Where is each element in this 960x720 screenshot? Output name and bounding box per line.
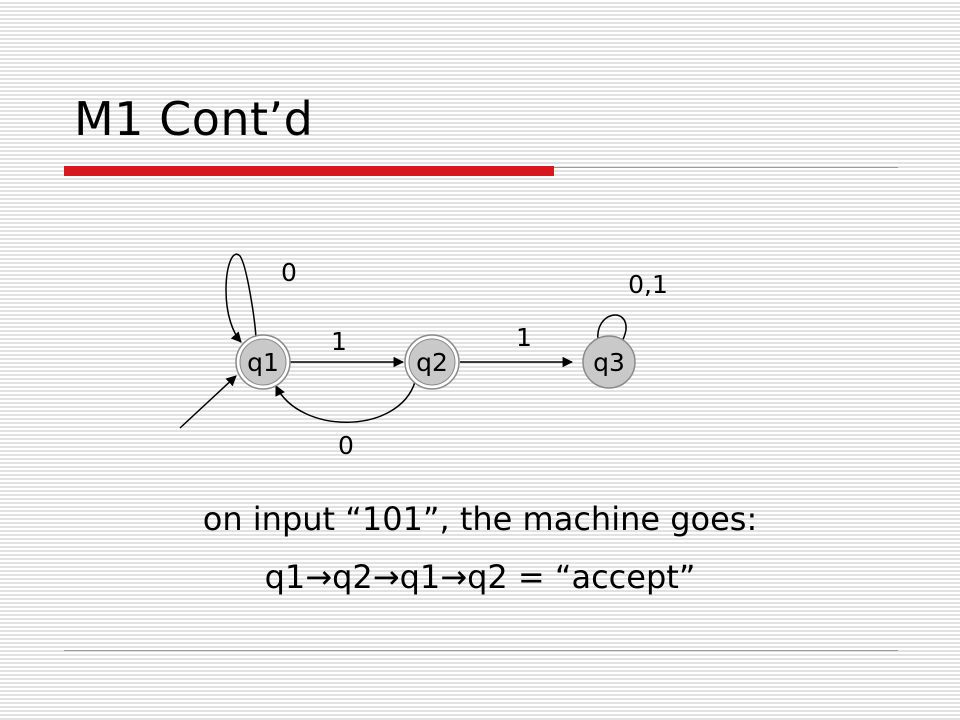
explanation-line-1: on input “101”, the machine goes: xyxy=(202,500,758,538)
slide-title: M1 Cont’d xyxy=(74,92,314,146)
state-label-q1: q1 xyxy=(247,348,279,377)
edge-label-q1-q2: 1 xyxy=(331,327,347,356)
state-q2: q2 xyxy=(404,334,460,390)
edge-label-q2-q3: 1 xyxy=(516,323,532,352)
state-label-q2: q2 xyxy=(416,348,448,377)
state-q3: q3 xyxy=(582,335,636,389)
edge-label-q2-q1: 0 xyxy=(338,431,354,460)
start-arrow xyxy=(179,375,237,429)
explanation-line-2: q1→q2→q1→q2 = “accept” xyxy=(264,558,696,596)
state-q1: q1 xyxy=(235,334,291,390)
edge-q2-q1 xyxy=(275,381,416,423)
edge-label-q1-q1: 0 xyxy=(281,258,297,287)
title-underline-rule xyxy=(554,167,898,168)
state-label-q3: q3 xyxy=(593,348,625,377)
title-underline-accent xyxy=(64,166,554,176)
footer-rule xyxy=(64,650,898,651)
edge-label-q3-q3: 0,1 xyxy=(628,270,668,299)
edge-q1-q1 xyxy=(225,253,257,343)
